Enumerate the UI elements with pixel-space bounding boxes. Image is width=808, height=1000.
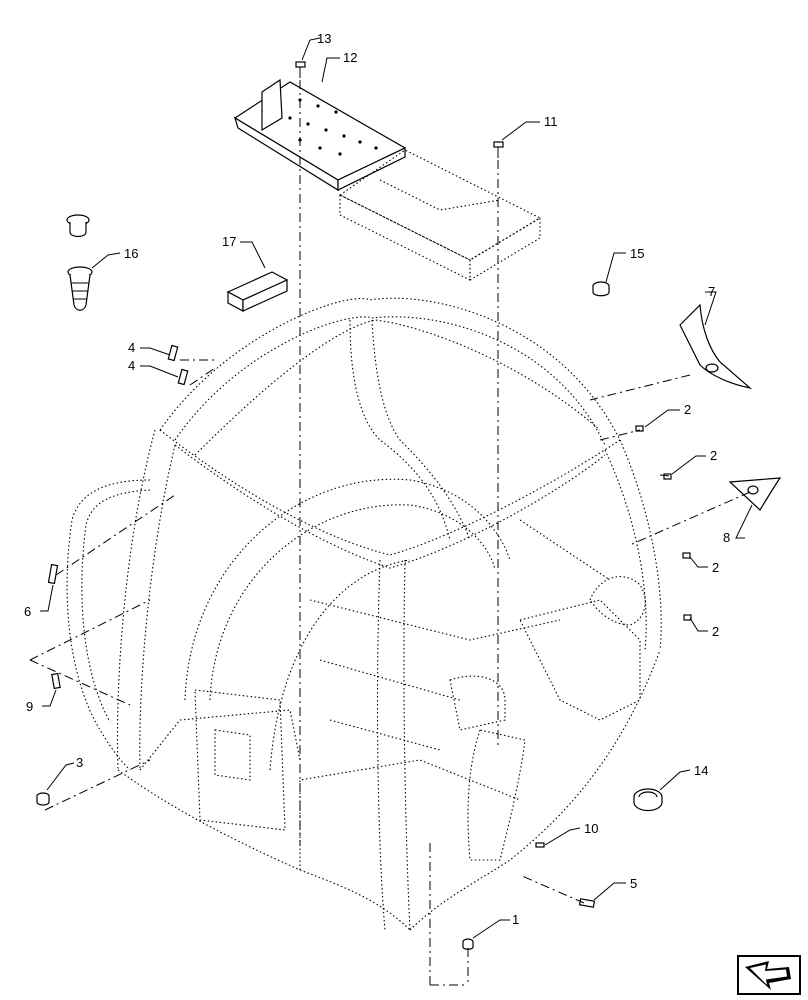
cap-part-1 <box>462 938 474 950</box>
screw-part-5 <box>578 898 596 908</box>
callout-14: 14 <box>694 763 708 778</box>
callout-3: 3 <box>76 755 83 770</box>
pin-parts-4 <box>167 344 189 386</box>
screw-parts-2 <box>635 425 692 621</box>
center-lines <box>29 80 751 986</box>
callout-6: 6 <box>24 604 31 619</box>
callout-2-d: 2 <box>712 624 719 639</box>
screw-part-10 <box>535 842 545 848</box>
pin-part-9 <box>51 672 61 690</box>
back-navigation-button[interactable] <box>737 955 801 995</box>
block-part-17 <box>226 271 289 312</box>
screw-part-11 <box>493 141 504 158</box>
callout-7: 7 <box>708 284 715 299</box>
callout-2-a: 2 <box>684 402 691 417</box>
callout-4-upper: 4 <box>128 340 135 355</box>
roof-bracket <box>338 149 542 281</box>
callout-2-b: 2 <box>710 448 717 463</box>
grommet-part-14 <box>633 788 663 812</box>
screw-part-13 <box>295 61 306 78</box>
roof-plate-part <box>233 78 407 192</box>
callout-12: 12 <box>343 50 357 65</box>
callout-8: 8 <box>723 530 730 545</box>
cap-part-15 <box>592 281 610 297</box>
callout-15: 15 <box>630 246 644 261</box>
nut-part-3 <box>36 792 50 806</box>
callout-2-c: 2 <box>712 560 719 575</box>
callout-16: 16 <box>124 246 138 261</box>
cab-frame <box>66 297 662 931</box>
callout-1: 1 <box>512 912 519 927</box>
bracket-part-8 <box>728 477 782 511</box>
callout-5: 5 <box>630 876 637 891</box>
callout-17: 17 <box>222 234 236 249</box>
callout-10: 10 <box>584 821 598 836</box>
pin-part-6 <box>47 563 59 585</box>
callout-13: 13 <box>317 31 331 46</box>
mirror-bracket-part-7 <box>679 303 753 390</box>
callout-4-lower: 4 <box>128 358 135 373</box>
callout-11: 11 <box>544 114 558 129</box>
plug-part-16 <box>66 214 93 311</box>
callout-9: 9 <box>26 699 33 714</box>
callout-leaders <box>40 37 753 939</box>
arrow-back-icon <box>745 961 791 990</box>
callout-labels: 13 12 11 17 16 15 7 4 4 2 2 8 2 2 6 9 3 … <box>24 31 730 927</box>
